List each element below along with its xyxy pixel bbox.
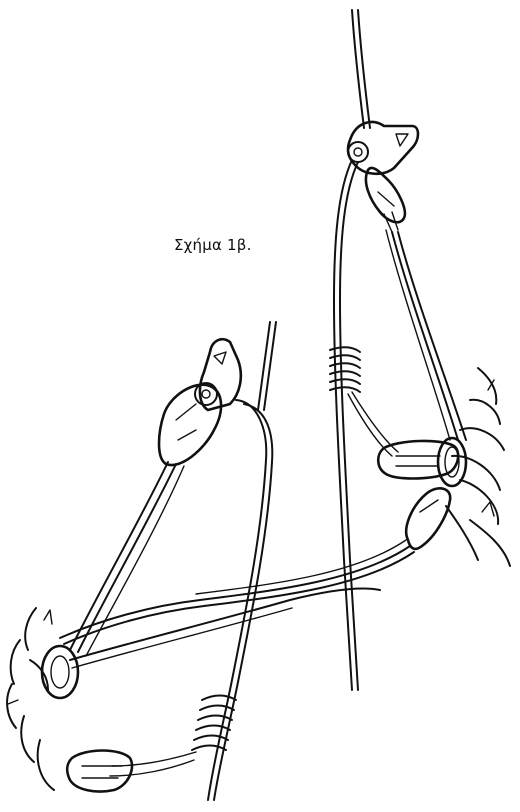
left-prusik-knot — [110, 696, 236, 777]
left-upper-rope — [258, 322, 276, 410]
right-prusik-knot — [330, 347, 398, 456]
left-rope-through-device — [208, 400, 272, 800]
left-hand — [7, 608, 54, 790]
left-lower-carabiner — [67, 751, 132, 792]
crossing-slings — [60, 540, 414, 668]
right-sling-strands — [386, 230, 466, 440]
right-long-rope — [334, 160, 358, 690]
upper-rope — [352, 10, 370, 128]
figure-caption: Σχήμα 1β. — [174, 236, 252, 254]
upper-ascender-device — [348, 122, 418, 174]
upper-carabiner — [366, 168, 405, 232]
left-ascender-device — [195, 339, 241, 410]
right-bottom-carabiner — [406, 488, 450, 549]
left-upper-carabiner — [159, 385, 221, 465]
right-lower-carabiner — [378, 441, 458, 479]
